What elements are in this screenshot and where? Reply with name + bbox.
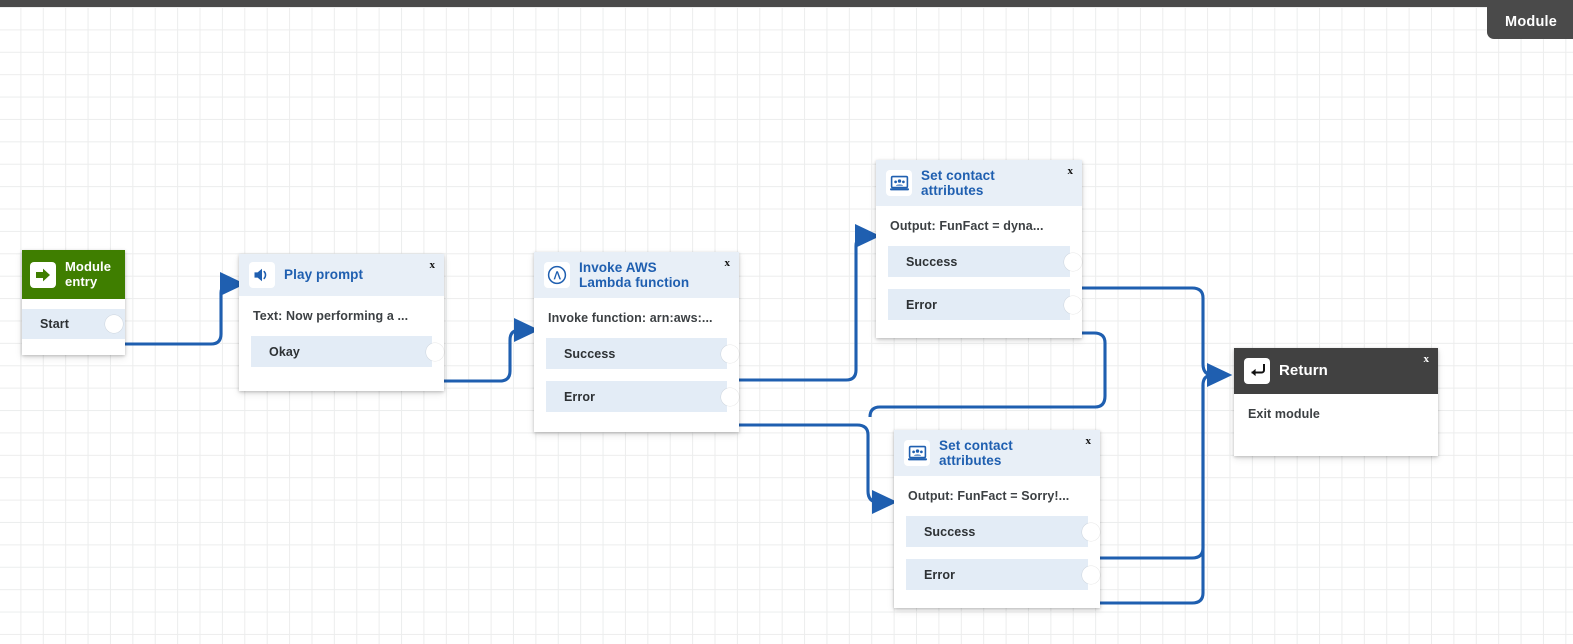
port-label: Error (564, 389, 596, 404)
node-ports: Start (22, 309, 125, 355)
node-invoke-aws-lambda-function[interactable]: Invoke AWS Lambda function x Invoke func… (534, 252, 739, 433)
contact-attributes-icon (904, 440, 930, 467)
speaker-icon (249, 262, 275, 288)
port-label: Error (906, 297, 938, 312)
port-connector-dot[interactable] (1064, 295, 1082, 314)
node-title-line2: attributes (939, 453, 1002, 469)
node-title: Return (1279, 361, 1328, 379)
node-body: Exit module (1234, 394, 1438, 456)
port-label: Error (924, 567, 956, 582)
node-header: Invoke AWS Lambda function x (534, 252, 739, 299)
port-connector-dot[interactable] (1082, 565, 1100, 584)
node-description: Output: FunFact = dyna... (890, 219, 1044, 234)
node-ports: Success Error (894, 516, 1100, 608)
node-description: Output: FunFact = Sorry!... (908, 489, 1070, 504)
close-icon[interactable]: x (1067, 165, 1074, 177)
port-error[interactable]: Error (888, 289, 1082, 321)
node-ports: Okay (239, 336, 444, 391)
wire-sca1-error-to-return (868, 331, 1107, 418)
node-title: Play prompt (284, 267, 364, 283)
node-header: Set contact attributes x (876, 160, 1082, 207)
wire-sca1-success-to-return (1082, 286, 1233, 388)
port-label: Success (924, 524, 976, 539)
port-connector-dot[interactable] (426, 342, 444, 361)
wire-lambda-error-to-sca2 (739, 423, 898, 515)
node-ports: Success Error (876, 246, 1082, 338)
node-title-line1: Invoke AWS (579, 260, 657, 275)
wire-lambda-success-to-sca1 (739, 223, 881, 382)
port-connector-dot[interactable] (105, 315, 123, 333)
wire-sca2-error-to-return (1100, 385, 1205, 605)
node-title: Invoke AWS Lambda function (579, 260, 689, 290)
node-description: Text: Now performing a ... (253, 309, 409, 323)
port-okay[interactable]: Okay (251, 336, 444, 367)
lambda-icon (544, 262, 570, 289)
node-ports: Success Error (534, 338, 739, 432)
return-arrow-icon (1244, 358, 1270, 384)
close-icon[interactable]: x (1423, 353, 1430, 365)
node-title-line1: Set contact (939, 438, 1013, 453)
node-title: Set contact attributes (921, 168, 995, 198)
node-title-line1: Module (65, 258, 112, 274)
close-icon[interactable]: x (1085, 435, 1092, 447)
port-connector-dot[interactable] (1064, 252, 1082, 271)
node-header: Return x (1234, 348, 1438, 394)
wire-sca2-success-to-return (1100, 373, 1223, 560)
node-module-entry[interactable]: Module entry Start (22, 250, 125, 355)
port-error[interactable]: Error (906, 559, 1100, 591)
module-badge: Module (1487, 7, 1573, 39)
port-label: Success (906, 254, 958, 269)
port-connector-dot[interactable] (721, 344, 739, 363)
node-header: Play prompt x (239, 254, 444, 296)
node-set-contact-attributes-1[interactable]: Set contact attributes x Output: FunFact… (876, 160, 1082, 339)
node-play-prompt[interactable]: Play prompt x Text: Now performing a ...… (239, 254, 444, 391)
port-label: Start (40, 317, 69, 331)
port-success[interactable]: Success (888, 246, 1082, 278)
port-label: Okay (269, 344, 300, 359)
node-title-line2: Lambda function (579, 275, 690, 291)
port-connector-dot[interactable] (1082, 522, 1100, 541)
port-success[interactable]: Success (546, 338, 739, 370)
wire-entry-to-play (125, 271, 246, 346)
arrow-right-into-box-icon (30, 261, 56, 288)
node-description: Exit module (1248, 407, 1320, 421)
node-title-line2: attributes (921, 183, 984, 199)
node-description: Invoke function: arn:aws:... (548, 311, 713, 326)
node-header: Module entry (22, 250, 125, 299)
node-set-contact-attributes-2[interactable]: Set contact attributes x Output: FunFact… (894, 430, 1100, 609)
node-title: Set contact attributes (939, 438, 1013, 468)
port-start[interactable]: Start (22, 309, 125, 339)
port-label: Success (564, 346, 616, 361)
contact-attributes-icon (886, 170, 912, 197)
node-title: Module entry (65, 258, 112, 289)
node-title-line1: Set contact (921, 168, 995, 183)
wire-play-to-lambda (444, 317, 540, 383)
close-icon[interactable]: x (724, 257, 731, 269)
port-connector-dot[interactable] (721, 387, 739, 406)
node-return[interactable]: Return x Exit module (1234, 348, 1438, 456)
node-title-line2: entry (65, 273, 98, 289)
top-bar (0, 0, 1573, 7)
port-error[interactable]: Error (546, 381, 739, 413)
port-success[interactable]: Success (906, 516, 1100, 548)
node-header: Set contact attributes x (894, 430, 1100, 477)
close-icon[interactable]: x (429, 259, 436, 271)
